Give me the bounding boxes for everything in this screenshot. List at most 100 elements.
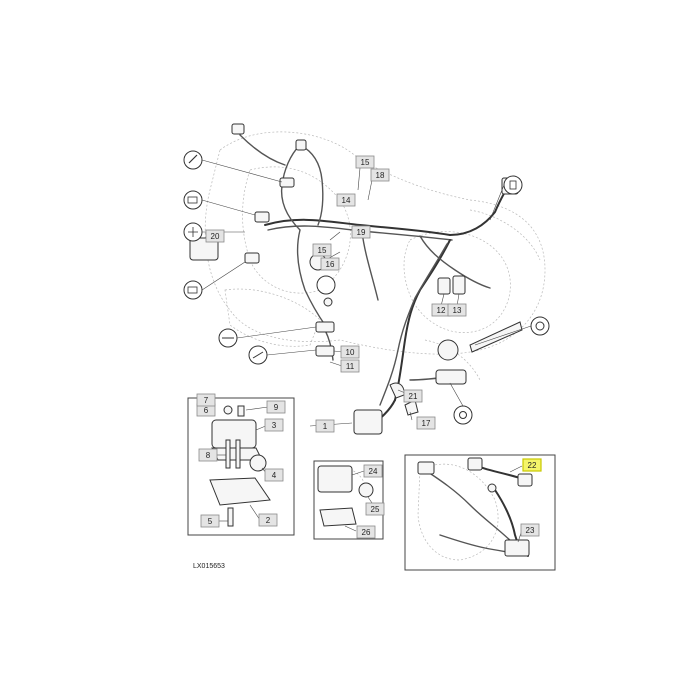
callout-box <box>320 257 340 271</box>
callout-c1: 1 <box>315 419 335 433</box>
sensor-round <box>437 339 459 361</box>
callout-c12: 12 <box>431 303 451 317</box>
callout-box <box>365 502 385 516</box>
callout-box <box>196 393 216 407</box>
figure-reference: LX015653 <box>193 563 225 570</box>
connector-left <box>254 211 270 223</box>
connector-top-left <box>231 123 245 135</box>
bolt-5 <box>227 507 234 527</box>
callout-c7: 7 <box>196 393 216 407</box>
callout-c13: 13 <box>447 303 467 317</box>
callout-number: 14 <box>342 196 351 205</box>
component-1 <box>353 409 383 435</box>
callout-c21: 21 <box>403 389 423 403</box>
callout-number: 8 <box>206 451 211 460</box>
callout-number: 24 <box>369 467 378 476</box>
callout-c26: 26 <box>356 525 376 539</box>
harness-connectors <box>189 123 523 435</box>
callout-c24: 24 <box>363 464 383 478</box>
connector-23 <box>504 539 530 557</box>
callout-box <box>403 389 423 403</box>
callout-c17: 17 <box>416 416 436 430</box>
callout-c20: 20 <box>205 229 225 243</box>
connector-upper <box>279 177 295 188</box>
inset-sub-harness <box>404 454 556 571</box>
callout-number: 18 <box>376 171 385 180</box>
relay-symbol <box>503 175 523 195</box>
callout-number: 4 <box>272 471 277 480</box>
switch-symbol <box>248 345 268 365</box>
sensor-symbol <box>183 222 203 242</box>
callout-number: 20 <box>211 232 220 241</box>
callout-c25: 25 <box>365 502 385 516</box>
callout-box <box>355 155 375 169</box>
callout-number: 1 <box>323 422 328 431</box>
connector-13 <box>452 275 466 295</box>
callout-number: 12 <box>437 306 446 315</box>
callout-c11: 11 <box>340 359 360 373</box>
callout-box <box>205 229 225 243</box>
callout-number: 21 <box>409 392 418 401</box>
target-symbol <box>530 316 550 336</box>
callout-c18: 18 <box>370 168 390 182</box>
callout-box <box>198 448 218 462</box>
hose-symbol <box>218 328 238 348</box>
callout-box <box>312 243 332 257</box>
callout-c3: 3 <box>264 418 284 432</box>
grommet-25 <box>358 482 374 498</box>
callout-box <box>351 225 371 239</box>
callout-box <box>266 400 286 414</box>
callout-box <box>356 525 376 539</box>
callout-c16: 16 <box>320 257 340 271</box>
grommet-sub <box>487 483 497 493</box>
clip-21 <box>389 382 405 399</box>
callout-c14: 14 <box>336 193 356 207</box>
connector-lower-right <box>435 369 467 385</box>
center-symbol-label: N <box>323 281 330 291</box>
callout-box <box>340 345 360 359</box>
callout-number: 7 <box>204 396 209 405</box>
callout-box <box>336 193 356 207</box>
screw-9 <box>237 405 245 417</box>
housing-24 <box>317 465 353 493</box>
callout-box <box>200 514 220 528</box>
callout-c9: 9 <box>266 400 286 414</box>
callout-box <box>264 468 284 482</box>
bolt-8 <box>225 439 231 469</box>
callout-number: 16 <box>326 260 335 269</box>
callout-box <box>370 168 390 182</box>
callout-box <box>363 464 383 478</box>
callout-number: 6 <box>204 406 209 415</box>
sensor-arm <box>469 321 523 353</box>
callout-number: 15 <box>361 158 370 167</box>
callout-number: 10 <box>346 348 355 357</box>
callout-box <box>416 416 436 430</box>
callout-number: 5 <box>208 517 213 526</box>
bracket-symbol <box>183 280 203 300</box>
callout-box <box>258 513 278 527</box>
callout-number: 17 <box>422 419 431 428</box>
inset-cover-assembly <box>187 397 295 536</box>
inset-box-right <box>404 454 556 571</box>
callout-number: 9 <box>274 403 279 412</box>
housing-26 <box>319 507 357 527</box>
callout-box <box>447 303 467 317</box>
callout-c15b: 15 <box>312 243 332 257</box>
callout-number: 2 <box>266 516 271 525</box>
inset-box-left <box>187 397 295 536</box>
connector-10 <box>315 345 335 357</box>
callout-box <box>340 359 360 373</box>
connector-top <box>295 139 307 151</box>
callout-c10: 10 <box>340 345 360 359</box>
bolt-8b <box>235 439 241 469</box>
callout-c5: 5 <box>200 514 220 528</box>
component-20 <box>189 237 219 261</box>
connector-clip <box>244 252 260 264</box>
seal-4 <box>249 454 267 472</box>
callout-number: 15 <box>318 246 327 255</box>
callout-c4: 4 <box>264 468 284 482</box>
callout-c15a: 15 <box>355 155 375 169</box>
ring-symbol <box>453 405 473 425</box>
